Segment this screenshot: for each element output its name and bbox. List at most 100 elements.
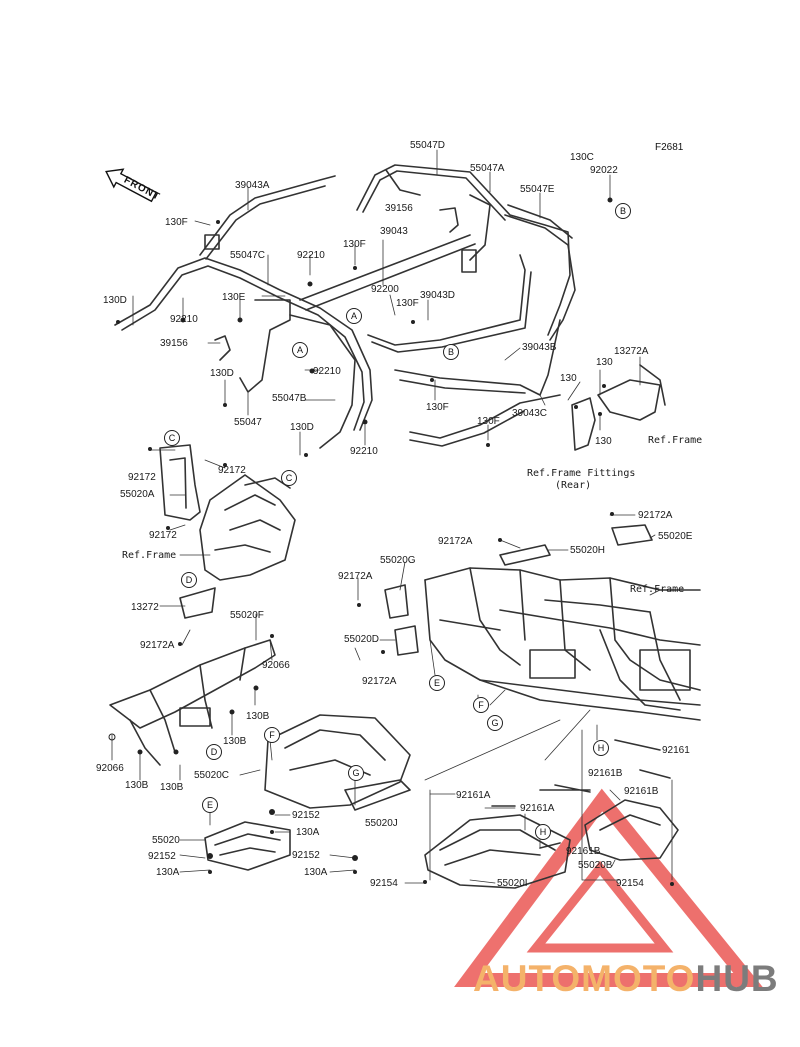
part-label: 39043B <box>522 342 557 353</box>
part-label: 92172 <box>149 530 177 541</box>
brand-watermark: AUTOMOTOHUB <box>473 958 779 1000</box>
front-arrow-icon <box>105 168 158 203</box>
part-label: 55047A <box>470 163 505 174</box>
part-label: 92210 <box>297 250 325 261</box>
part-label: 92161B <box>624 786 659 797</box>
watermark-logo <box>454 788 763 987</box>
front-frame <box>109 444 296 766</box>
part-label: 130D <box>103 295 127 306</box>
ref-frame-label: Ref.Frame <box>630 584 685 595</box>
part-label: 130F <box>396 298 419 309</box>
part-label: 130 <box>560 373 577 384</box>
brand-part2: HUB <box>695 958 779 999</box>
part-label: 92161 <box>662 745 690 756</box>
part-label: 55020 <box>152 835 180 846</box>
part-label: 55020E <box>658 531 693 542</box>
part-label: 130F <box>343 239 366 250</box>
part-label: 92161A <box>520 803 555 814</box>
main-frame <box>384 524 701 721</box>
part-label: 92172A <box>338 571 373 582</box>
rops-tubes <box>114 164 666 451</box>
part-label: 55020C <box>194 770 230 781</box>
part-label: 92161B <box>566 846 601 857</box>
part-label: 92172 <box>128 472 156 483</box>
skid-plates <box>204 714 679 889</box>
callout-d: D <box>206 744 222 760</box>
part-label: 92210 <box>350 446 378 457</box>
part-label: 92210 <box>313 366 341 377</box>
part-label: 92152 <box>292 850 320 861</box>
part-label: 92154 <box>370 878 398 889</box>
part-label: 92022 <box>590 165 618 176</box>
diagram-code: F2681 <box>655 142 684 153</box>
part-label: 55020I <box>497 878 528 889</box>
part-label: 92172A <box>140 640 175 651</box>
part-label: 92172A <box>438 536 473 547</box>
callout-h: H <box>535 824 551 840</box>
part-label: 55020A <box>120 489 155 500</box>
part-label: 39156 <box>385 203 413 214</box>
part-label: 130C <box>570 152 594 163</box>
part-label: 55020B <box>578 860 613 871</box>
callout-c: C <box>281 470 297 486</box>
part-label: 39043C <box>512 408 548 419</box>
callout-c: C <box>164 430 180 446</box>
part-label: 92161A <box>456 790 491 801</box>
part-label: 92161B <box>588 768 623 779</box>
part-label: 92152 <box>148 851 176 862</box>
ref-frame-label: Ref.Frame <box>648 435 703 446</box>
part-label: 92066 <box>96 763 124 774</box>
part-label: 39043D <box>420 290 456 301</box>
part-label: 130B <box>246 711 270 722</box>
ref-frame-label: Ref.Frame <box>122 550 177 561</box>
part-label: 92066 <box>262 660 290 671</box>
part-label: 55020F <box>230 610 264 621</box>
part-label: 130A <box>304 867 328 878</box>
part-label: 13272A <box>614 346 649 357</box>
part-label: 92154 <box>616 878 644 889</box>
part-label: 55020D <box>344 634 380 645</box>
part-label: 92172A <box>362 676 397 687</box>
callout-e: E <box>202 797 218 813</box>
part-label: 55047E <box>520 184 555 195</box>
part-label: 55047 <box>234 417 262 428</box>
front-direction-indicator: FRONT <box>99 160 162 208</box>
callout-h: H <box>593 740 609 756</box>
callout-g: G <box>487 715 503 731</box>
part-label: 55020G <box>380 555 416 566</box>
part-label: 130B <box>223 736 247 747</box>
part-label: 130F <box>165 217 188 228</box>
part-label: 92172A <box>638 510 673 521</box>
part-label: 130E <box>222 292 246 303</box>
callout-f: F <box>264 727 280 743</box>
part-label: 55047B <box>272 393 307 404</box>
part-label: 130 <box>595 436 612 447</box>
part-label: 55020J <box>365 818 398 829</box>
brand-part1: AUTOMOTO <box>473 958 696 999</box>
part-label: 130A <box>156 867 180 878</box>
part-label: 130B <box>125 780 149 791</box>
part-label: 55047C <box>230 250 266 261</box>
leader-lines <box>111 149 673 884</box>
callout-b: B <box>443 344 459 360</box>
callout-e: E <box>429 675 445 691</box>
part-label: 39043 <box>380 226 408 237</box>
part-label: 55047D <box>410 140 446 151</box>
fastener-dots <box>108 197 674 886</box>
part-label: 92210 <box>170 314 198 325</box>
callout-f: F <box>473 697 489 713</box>
part-label: 130D <box>210 368 234 379</box>
part-label: 130F <box>477 416 500 427</box>
part-label: 13272 <box>131 602 159 613</box>
part-label: 130 <box>596 357 613 368</box>
part-label: 92152 <box>292 810 320 821</box>
callout-d: D <box>181 572 197 588</box>
ref-frame-fittings-sub: (Rear) <box>555 480 592 491</box>
part-label: 130A <box>296 827 320 838</box>
part-label: 130F <box>426 402 449 413</box>
callout-a: A <box>346 308 362 324</box>
callout-g: G <box>348 765 364 781</box>
part-label: 92172 <box>218 465 246 476</box>
part-label: 130D <box>290 422 314 433</box>
